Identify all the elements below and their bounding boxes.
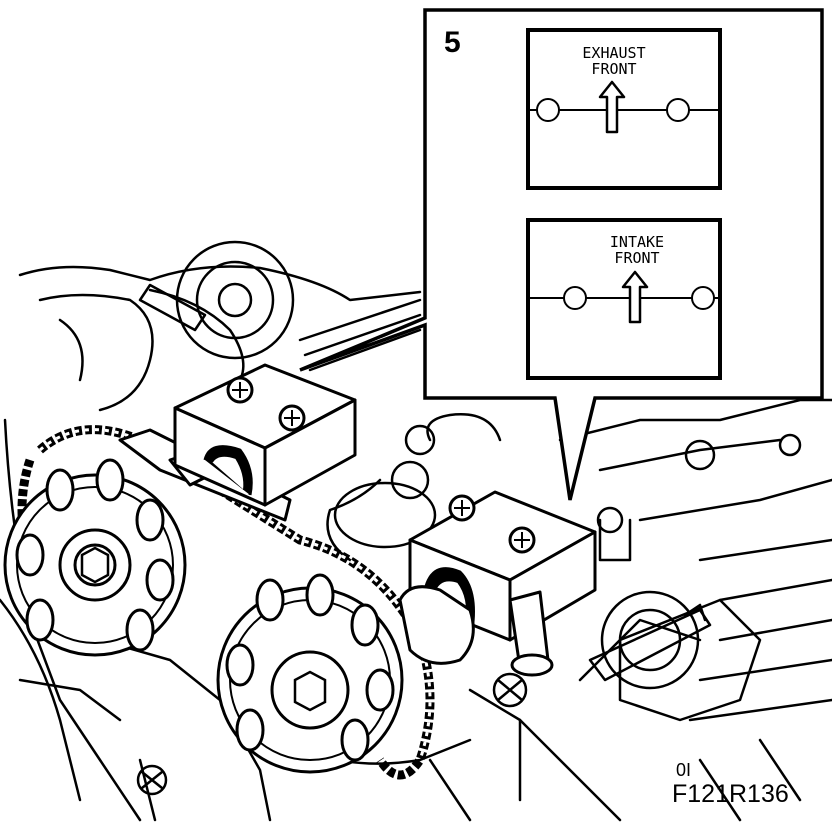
step-number: 5 <box>444 26 461 59</box>
exhaust-label: EXHAUST <box>582 44 645 62</box>
exhaust-front-panel: EXHAUST FRONT <box>526 28 722 190</box>
intake-sprocket <box>216 573 404 774</box>
up-arrow-icon <box>621 270 649 324</box>
exhaust-sprocket <box>3 458 187 657</box>
intake-cam-lock-tool <box>398 490 597 677</box>
exhaust-cam-lock-tool <box>173 363 357 507</box>
figure-code: F121R136 <box>672 780 789 808</box>
callout-inset: 5 EXHAUST FRONT INTAKE FRONT <box>299 8 824 501</box>
up-arrow-icon <box>598 80 626 134</box>
part-stamp: 0I <box>676 760 691 780</box>
exhaust-front-label: FRONT <box>591 60 636 78</box>
intake-front-panel: INTAKE FRONT <box>526 218 722 380</box>
intake-front-label: FRONT <box>614 249 659 267</box>
intake-label: INTAKE <box>610 233 664 251</box>
